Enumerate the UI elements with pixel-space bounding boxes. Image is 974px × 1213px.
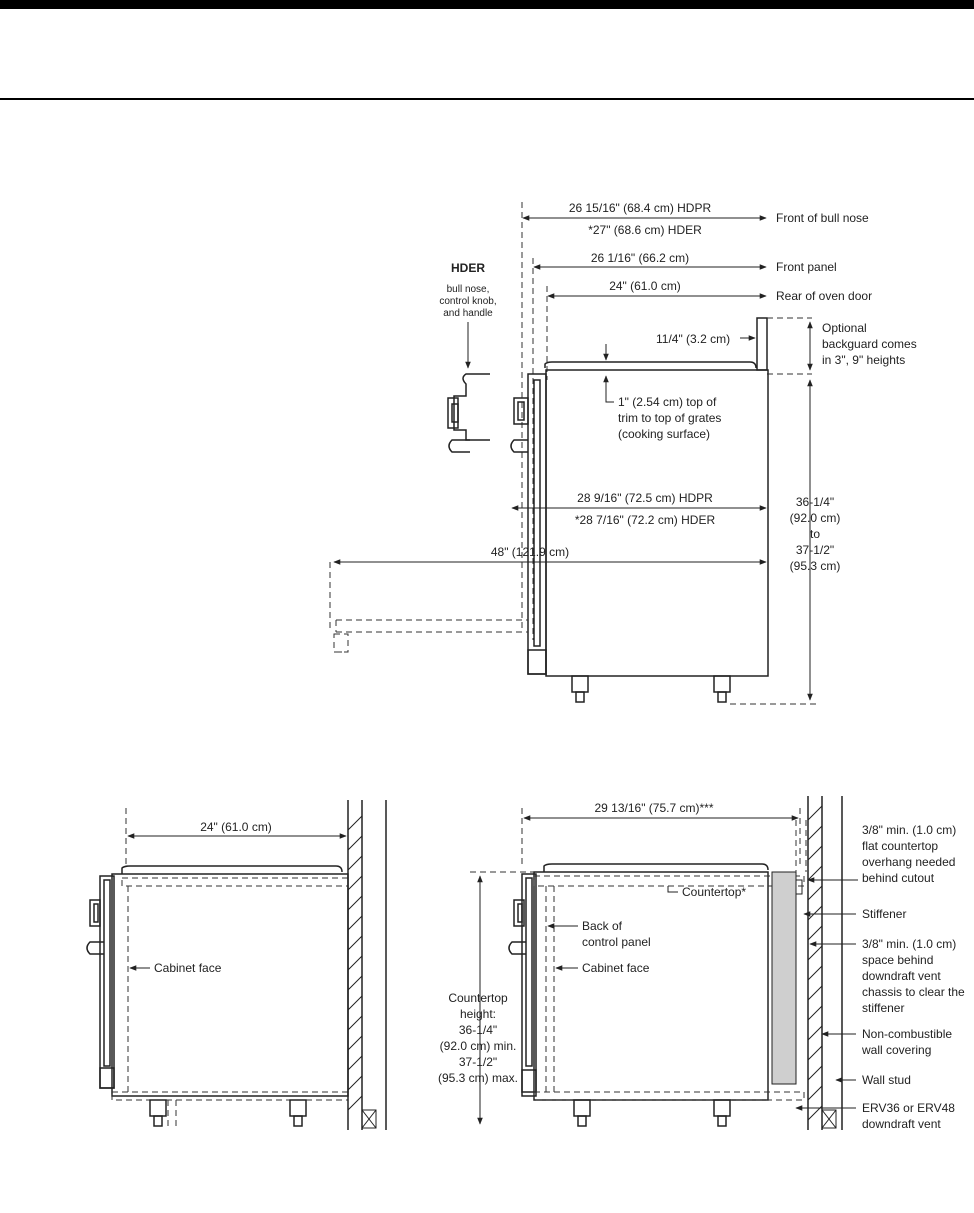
ct-height-line-2: height: xyxy=(460,1007,496,1021)
label-cabinet-face-left: Cabinet face xyxy=(154,961,222,975)
label-front-panel: Front panel xyxy=(776,260,837,274)
label-rear-oven-door: Rear of oven door xyxy=(776,289,872,303)
downdraft-vent xyxy=(771,871,797,1085)
ct-height-line-4: (92.0 cm) min. xyxy=(440,1039,517,1053)
cabinet-view-right: 29 13/16" (75.7 cm)*** Countertop height… xyxy=(438,796,965,1131)
backguard-line-1: Optional xyxy=(822,321,867,335)
dim-door-open: 48" (121.9 cm) xyxy=(491,545,569,559)
wall-hatch-left xyxy=(347,815,363,1111)
header-bar xyxy=(0,0,974,9)
dim-depth-left: 24" (61.0 cm) xyxy=(200,820,272,834)
trim-line-3: (cooking surface) xyxy=(618,427,710,441)
space-line-4: chassis to clear the xyxy=(862,985,965,999)
stiffener xyxy=(795,879,803,895)
wall-line-2: wall covering xyxy=(861,1043,931,1057)
trim-line-1: 1" (2.54 cm) top of xyxy=(618,395,717,409)
ct-height-line-6: (95.3 cm) max. xyxy=(438,1071,518,1085)
ct-height-line-3: 36-1/4" xyxy=(459,1023,497,1037)
backguard-line-2: backguard comes xyxy=(822,337,917,351)
overhang-line-2: flat countertop xyxy=(862,839,938,853)
height-line-4: 37-1/2" xyxy=(796,543,834,557)
height-line-3: to xyxy=(810,527,820,541)
dim-hder-open: *28 7/16" (72.2 cm) HDER xyxy=(575,513,716,527)
dim-hdpr-open: 28 9/16" (72.5 cm) HDPR xyxy=(577,491,713,505)
hder-line-2: control knob, xyxy=(439,296,496,307)
space-line-2: space behind xyxy=(862,953,933,967)
hder-line-1: bull nose, xyxy=(447,284,490,295)
space-line-1: 3/8" min. (1.0 cm) xyxy=(862,937,956,951)
dim-backguard: 11/4" (3.2 cm) xyxy=(656,332,730,346)
hder-line-3: and handle xyxy=(443,308,493,319)
hder-inset: HDER bull nose, control knob, and handle xyxy=(439,261,497,453)
height-line-2: (92.0 cm) xyxy=(790,511,841,525)
ct-height-line-5: 37-1/2" xyxy=(459,1055,497,1069)
dim-hder-depth: *27" (68.6 cm) HDER xyxy=(588,223,702,237)
wall-hatch-right xyxy=(807,805,823,1121)
height-line-1: 36-1/4" xyxy=(796,495,834,509)
range-side-view: HDER bull nose, control knob, and handle… xyxy=(329,201,917,705)
cabinet-view-left: 24" (61.0 cm) Cabinet face xyxy=(86,800,387,1130)
vent-line-2: downdraft vent xyxy=(862,1117,941,1131)
back-panel-line-1: Back of xyxy=(582,919,623,933)
dim-depth-right: 29 13/16" (75.7 cm)*** xyxy=(595,801,714,815)
overhang-line-4: behind cutout xyxy=(862,871,935,885)
label-wall-stud: Wall stud xyxy=(862,1073,911,1087)
header-rule xyxy=(0,98,974,100)
trim-line-2: trim to top of grates xyxy=(618,411,721,425)
space-line-5: stiffener xyxy=(862,1001,904,1015)
height-line-5: (95.3 cm) xyxy=(790,559,841,573)
label-front-bull-nose: Front of bull nose xyxy=(776,211,869,225)
label-cabinet-face-right: Cabinet face xyxy=(582,961,650,975)
dim-hdpr-depth: 26 15/16" (68.4 cm) HDPR xyxy=(569,201,712,215)
vent-line-1: ERV36 or ERV48 xyxy=(862,1101,955,1115)
hder-title: HDER xyxy=(451,261,485,275)
dim-oven-door: 24" (61.0 cm) xyxy=(609,279,681,293)
back-panel-line-2: control panel xyxy=(582,935,651,949)
space-line-3: downdraft vent xyxy=(862,969,941,983)
dim-front-panel: 26 1/16" (66.2 cm) xyxy=(591,251,689,265)
label-stiffener: Stiffener xyxy=(862,907,906,921)
ct-height-line-1: Countertop xyxy=(448,991,508,1005)
wall-line-1: Non-combustible xyxy=(862,1027,952,1041)
label-countertop: Countertop* xyxy=(682,885,746,899)
overhang-line-3: overhang needed xyxy=(862,855,955,869)
overhang-line-1: 3/8" min. (1.0 cm) xyxy=(862,823,956,837)
backguard-line-3: in 3", 9" heights xyxy=(822,353,905,367)
